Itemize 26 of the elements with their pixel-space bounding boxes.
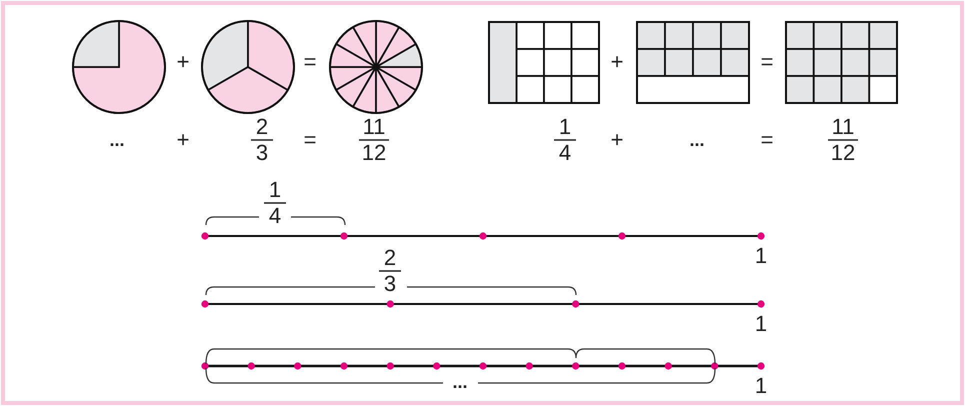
plus-sign: +: [176, 51, 190, 73]
denominator: 12: [362, 142, 386, 164]
denominator: 4: [558, 142, 572, 164]
denominator: 12: [830, 142, 856, 164]
missing-value: ...: [452, 373, 468, 391]
numerator: 1: [268, 179, 282, 201]
missing-value: ...: [690, 131, 704, 149]
denominator: 4: [268, 205, 282, 227]
plus-sign: +: [610, 51, 624, 73]
equals-sign: =: [760, 51, 774, 73]
numerator: 1: [558, 116, 572, 138]
endpoint-label: 1: [754, 313, 768, 335]
equals-sign: =: [304, 129, 316, 151]
numerator: 2: [384, 247, 396, 269]
missing-value: ...: [110, 131, 124, 149]
endpoint-label: 1: [754, 245, 768, 267]
plus-sign: +: [176, 129, 190, 151]
numerator: 2: [256, 116, 268, 138]
plus-sign: +: [610, 129, 624, 151]
denominator: 3: [256, 142, 268, 164]
numerator: 11: [832, 116, 854, 138]
endpoint-label: 1: [754, 375, 768, 397]
equals-sign: =: [760, 129, 774, 151]
equals-sign: =: [304, 51, 316, 73]
denominator: 3: [384, 273, 396, 295]
numerator: 11: [362, 116, 386, 138]
